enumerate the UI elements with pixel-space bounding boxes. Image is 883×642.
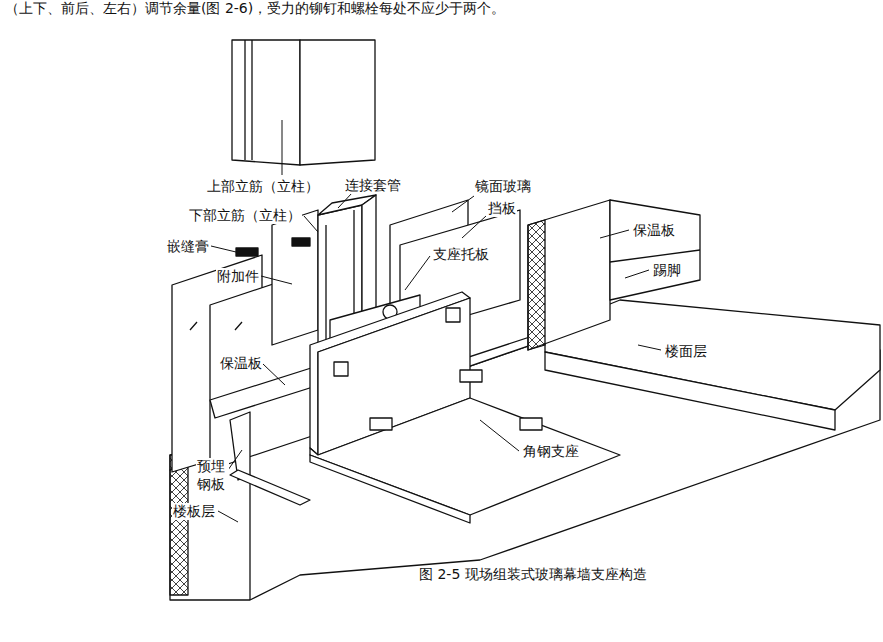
part-label: 保温板 bbox=[632, 222, 676, 239]
part-label: 角钢支座 bbox=[522, 443, 580, 460]
part-label: 预埋 钢板 bbox=[196, 458, 229, 493]
part-label: 楼板层 bbox=[172, 503, 216, 520]
part-label: 镜面玻璃 bbox=[474, 178, 532, 195]
part-label: 连接套管 bbox=[344, 177, 402, 194]
part-label: 楼面层 bbox=[664, 343, 708, 360]
part-label: 踢脚 bbox=[652, 262, 682, 279]
part-label: 嵌缝膏 bbox=[166, 238, 210, 255]
figure-caption: 图 2-5 现场组装式玻璃幕墙支座构造 bbox=[419, 566, 647, 584]
part-label: 保温板 bbox=[219, 355, 263, 372]
part-label: 下部立筋（立柱） bbox=[188, 207, 302, 224]
part-label: 挡板 bbox=[487, 200, 517, 217]
body-text: （上下、前后、左右）调节余量(图 2-6)，受力的铆钉和螺栓每处不应少于两个。 bbox=[4, 0, 506, 17]
part-label: 支座托板 bbox=[432, 246, 490, 263]
part-label: 附加件 bbox=[216, 268, 260, 285]
part-label: 上部立筋（立柱） bbox=[206, 178, 320, 195]
